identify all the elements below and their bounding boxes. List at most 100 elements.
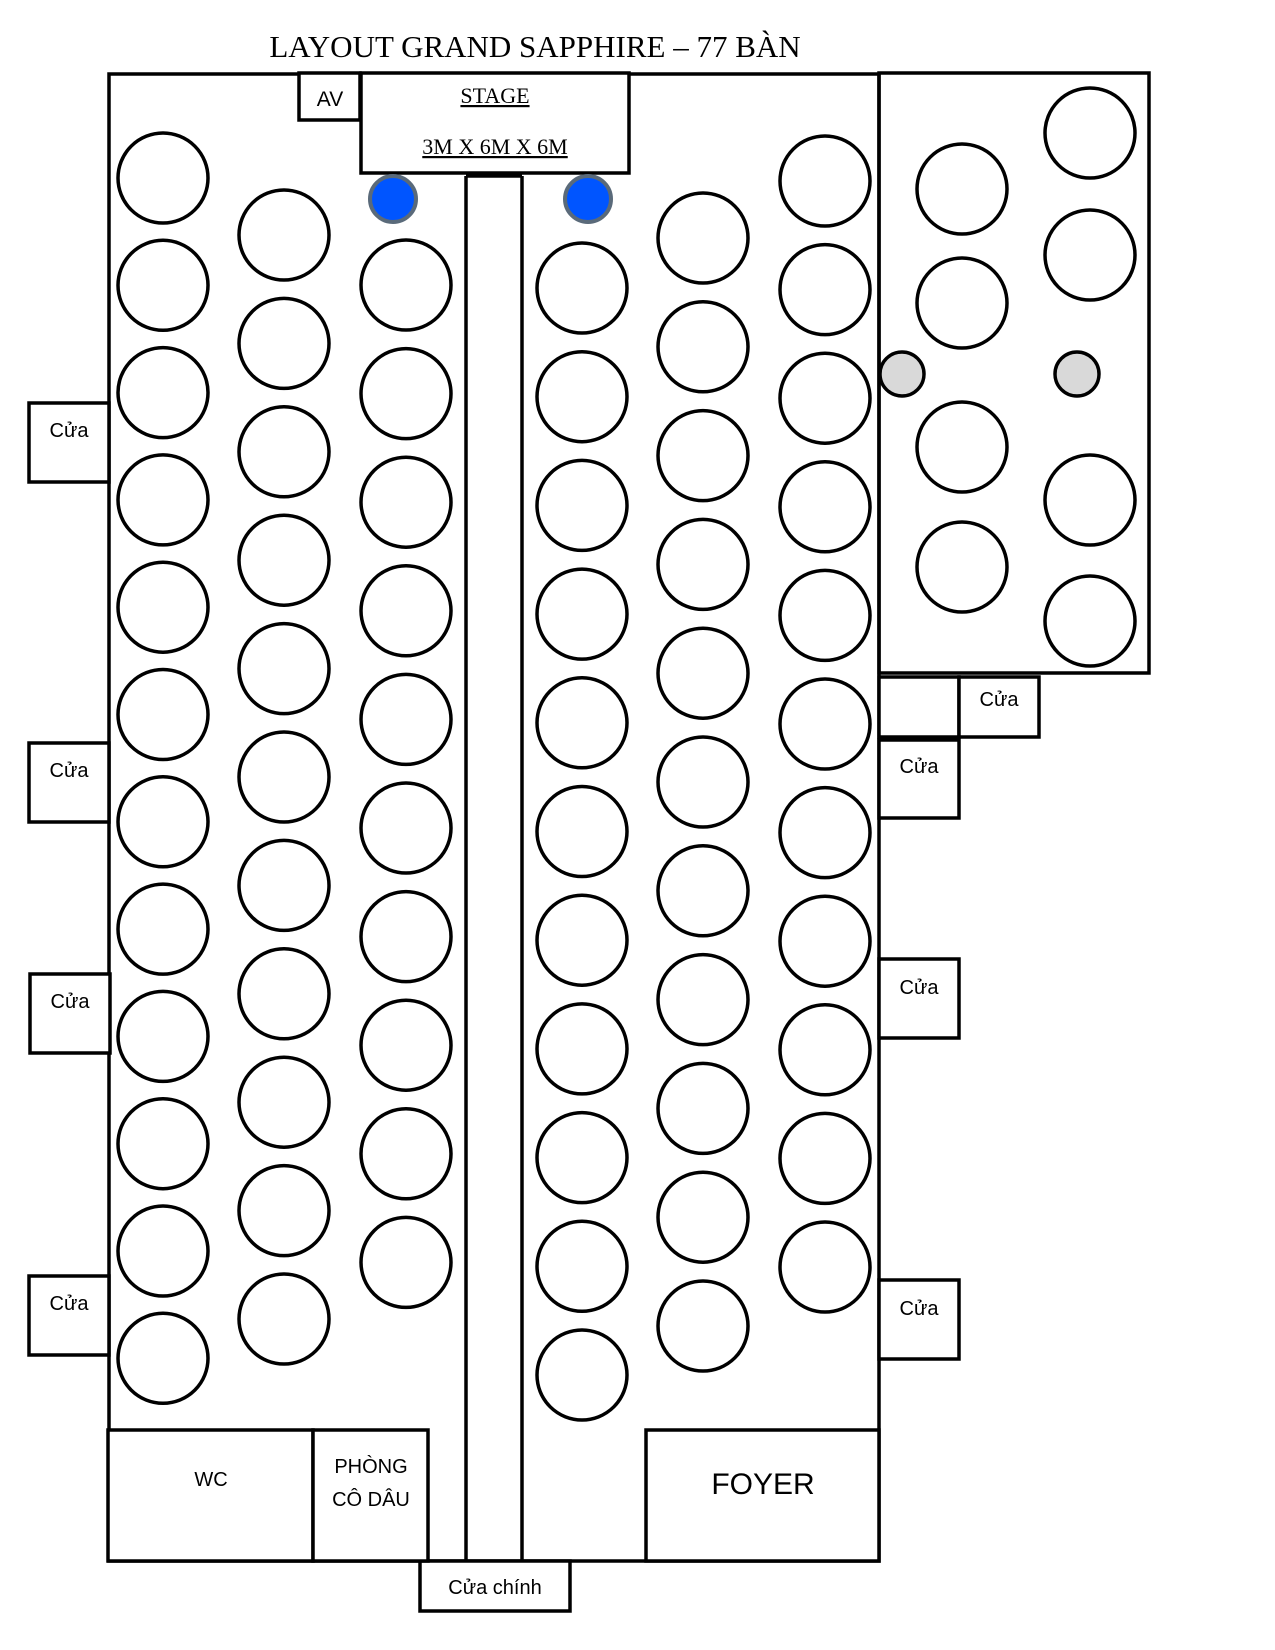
stage-size: 3M X 6M X 6M — [422, 134, 567, 159]
table-5 — [116, 560, 210, 654]
table-33 — [359, 1215, 453, 1310]
table-11 — [116, 1204, 210, 1298]
table-57 — [778, 242, 872, 337]
table-32 — [359, 1107, 453, 1201]
table-70 — [915, 520, 1009, 614]
door-right-3[interactable]: Cửa — [877, 1278, 961, 1361]
table-66 — [778, 1220, 872, 1314]
table-41 — [535, 1002, 629, 1096]
door-right-1[interactable]: Cửa — [877, 738, 961, 820]
table-54 — [656, 1170, 750, 1264]
table-71 — [1043, 86, 1137, 180]
table-9 — [116, 989, 210, 1084]
table-26 — [359, 455, 453, 549]
table-42 — [535, 1110, 629, 1205]
table-27 — [359, 564, 453, 658]
bride-room: PHÒNG CÔ DÂU — [311, 1428, 430, 1563]
table-61 — [778, 677, 872, 771]
table-44 — [535, 1328, 629, 1422]
doors: Cửa Cửa Cửa Cửa Cửa Cửa Cửa Cửa — [27, 401, 1041, 1613]
table-8 — [116, 882, 210, 976]
table-35 — [535, 349, 629, 444]
table-10 — [116, 1096, 210, 1191]
table-13 — [237, 188, 331, 282]
table-2 — [116, 238, 210, 333]
table-69 — [915, 400, 1009, 494]
table-25 — [359, 346, 453, 441]
stage-marker-left — [368, 174, 418, 224]
table-59 — [778, 460, 872, 554]
table-68 — [915, 256, 1009, 350]
table-31 — [359, 998, 453, 1092]
table-40 — [535, 893, 629, 987]
table-23 — [237, 1272, 331, 1366]
table-56 — [778, 134, 872, 228]
av-booth: AV — [297, 71, 362, 122]
table-28 — [359, 672, 453, 767]
table-53 — [656, 1061, 750, 1156]
table-30 — [359, 889, 453, 984]
door-label: Cửa — [50, 760, 90, 782]
table-45 — [656, 191, 750, 285]
door-label: Cửa — [50, 420, 90, 442]
door-label: Cửa — [900, 1298, 940, 1320]
table-38 — [535, 676, 629, 770]
table-36 — [535, 458, 629, 553]
table-15 — [237, 405, 331, 499]
av-label: AV — [317, 88, 343, 111]
door-left-4[interactable]: Cửa — [27, 1274, 111, 1357]
table-43 — [535, 1219, 629, 1314]
foyer-room: FOYER — [644, 1428, 881, 1563]
bottom-rooms: WC PHÒNG CÔ DÂU FOYER — [106, 1428, 881, 1563]
stage-marker-right — [563, 174, 613, 224]
foyer-label: FOYER — [711, 1468, 814, 1501]
door-left-1[interactable]: Cửa — [27, 401, 111, 484]
main-door-label: Cửa chính — [448, 1577, 541, 1599]
table-63 — [778, 894, 872, 988]
table-46 — [656, 300, 750, 394]
grey-marker-right — [1053, 350, 1101, 398]
table-14 — [237, 296, 331, 391]
table-64 — [778, 1003, 872, 1097]
stage-label: STAGE — [460, 83, 529, 108]
table-49 — [656, 626, 750, 720]
table-16 — [237, 513, 331, 607]
table-24 — [359, 238, 453, 332]
grey-marker-left — [878, 350, 926, 398]
table-39 — [535, 784, 629, 879]
door-right-annex[interactable]: Cửa — [877, 675, 1041, 739]
wc-room: WC — [106, 1428, 315, 1563]
table-34 — [535, 241, 629, 335]
bride-room-line-1: PHÒNG — [334, 1455, 407, 1478]
table-72 — [1043, 208, 1137, 302]
tables — [116, 86, 1137, 1422]
door-label: Cửa — [980, 689, 1020, 711]
table-47 — [656, 408, 750, 503]
table-67 — [915, 142, 1009, 236]
door-right-2[interactable]: Cửa — [877, 957, 961, 1040]
table-52 — [656, 952, 750, 1047]
table-22 — [237, 1163, 331, 1258]
table-4 — [116, 453, 210, 547]
table-18 — [237, 730, 331, 824]
table-62 — [778, 785, 872, 880]
door-left-3[interactable]: Cửa — [28, 972, 112, 1055]
table-58 — [778, 351, 872, 445]
table-48 — [656, 517, 750, 612]
stage-markers — [368, 174, 1101, 398]
door-left-2[interactable]: Cửa — [27, 741, 111, 824]
table-21 — [237, 1055, 331, 1149]
table-73 — [1043, 453, 1137, 547]
table-37 — [535, 567, 629, 661]
table-50 — [656, 735, 750, 829]
table-1 — [116, 131, 210, 225]
table-3 — [116, 345, 210, 440]
table-74 — [1043, 574, 1137, 668]
table-17 — [237, 621, 331, 716]
table-12 — [116, 1311, 210, 1406]
table-6 — [116, 667, 210, 762]
door-label: Cửa — [900, 756, 940, 778]
main-door[interactable]: Cửa chính — [418, 1559, 572, 1613]
door-label: Cửa — [900, 977, 940, 999]
